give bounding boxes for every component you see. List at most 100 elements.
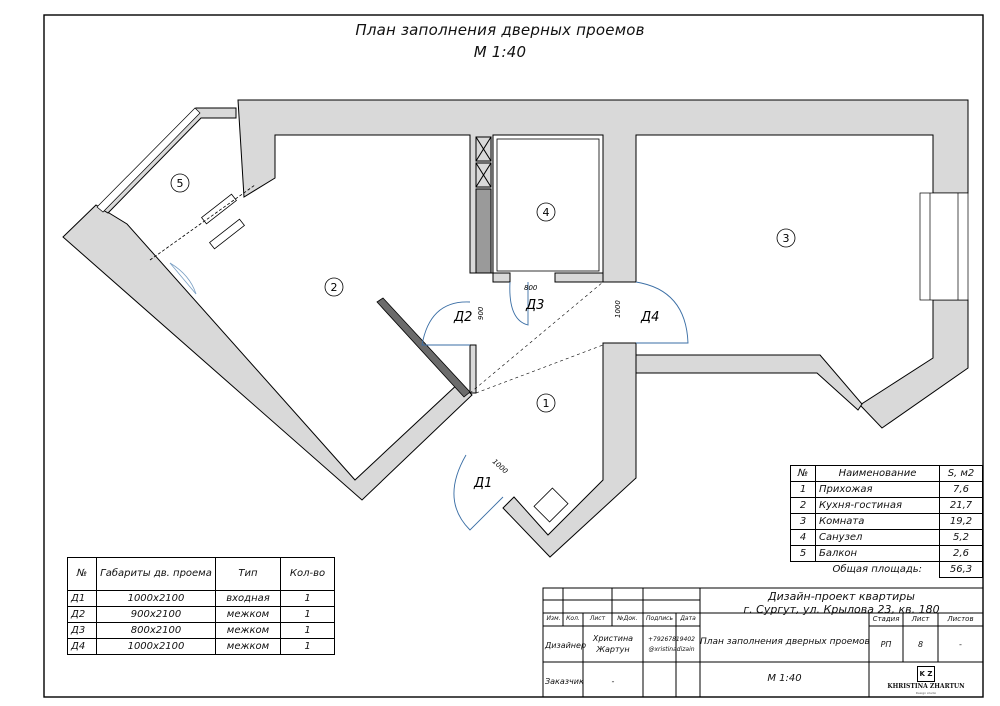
project-name: Дизайн-проект квартиры	[768, 590, 915, 603]
kitchen-partition	[376, 297, 471, 398]
room-number: 2	[331, 281, 338, 294]
wall-bath-bottom-right	[554, 272, 604, 283]
door-d3-swing	[509, 281, 529, 326]
designer-last-name: Жартун	[596, 645, 630, 654]
room-number: 1	[543, 397, 550, 410]
room-number: 5	[177, 177, 184, 190]
table-cell: Кухня-гостиная	[815, 497, 940, 514]
room-marker-3	[776, 228, 796, 248]
wall-room3-bottom	[635, 354, 863, 411]
table-cell: 4	[790, 529, 816, 546]
table-cell: 5	[790, 545, 816, 562]
door-dim-d2: 900	[477, 306, 485, 320]
table-row: Д2 900х2100 межком 1	[67, 606, 335, 623]
sheet-label: Лист	[911, 615, 930, 623]
stage-label: Стадия	[872, 615, 900, 623]
door-label-d4: Д4	[640, 310, 659, 325]
table-cell: 1	[280, 606, 335, 623]
room-number: 3	[783, 232, 790, 245]
wall-partition-short	[469, 344, 477, 394]
sheet-scale: М 1:40	[767, 673, 802, 684]
table-cell: 1000х2100	[96, 590, 216, 607]
table-cell: входная	[215, 590, 281, 607]
table-header: №	[67, 557, 97, 591]
table-cell: 1000х2100	[96, 638, 216, 655]
stamp-col-label: Кол.	[566, 615, 580, 622]
door-d2-swing	[421, 301, 471, 346]
table-cell: 800х2100	[96, 622, 216, 639]
wall-left-diagonal	[62, 204, 473, 501]
project-address: г. Сургут, ул. Крылова 23, кв. 180	[743, 603, 940, 616]
door-d4-swing	[635, 281, 689, 344]
walls	[62, 99, 969, 558]
table-row: Д4 1000х2100 межком 1	[67, 638, 335, 655]
title-block-grid	[542, 587, 984, 698]
wall-right-lower	[859, 299, 969, 429]
table-cell: Прихожая	[815, 481, 940, 498]
table-cell: 5,2	[939, 529, 983, 546]
table-cell: межком	[215, 638, 281, 655]
bathroom-outline	[496, 138, 600, 272]
window-room3	[919, 192, 969, 301]
table-header-row: № Габариты дв. проема Тип Кол-во	[67, 557, 335, 591]
room-marker-1	[536, 393, 556, 413]
wall-entrance	[502, 342, 637, 558]
stamp-col-label: Подпись	[646, 615, 673, 622]
table-cell: Д3	[67, 622, 97, 639]
stage-value: РП	[880, 640, 892, 649]
room-marker-4	[536, 202, 556, 222]
table-row: Д1 1000х2100 входная 1	[67, 590, 335, 607]
table-header: Тип	[215, 557, 281, 591]
room-number: 4	[543, 206, 550, 219]
door-label-d1: Д1	[473, 476, 492, 491]
walkway-lines	[469, 281, 604, 394]
table-cell: 3	[790, 513, 816, 530]
room-markers	[170, 173, 796, 413]
sheet-frame	[43, 14, 984, 698]
table-cell: Комната	[815, 513, 940, 530]
windows	[96, 107, 969, 301]
designer-first-name: Христина	[592, 634, 634, 643]
wall-balcony	[97, 107, 237, 214]
table-cell: Д1	[67, 590, 97, 607]
room-marker-2	[324, 277, 344, 297]
door-swings	[421, 281, 689, 531]
table-header: №	[790, 465, 816, 482]
door-dim-d4: 1000	[614, 300, 622, 318]
entrance-niche	[533, 487, 569, 523]
drawing-title: План заполнения дверных проемов	[355, 21, 645, 39]
ventilation-shafts	[475, 136, 492, 274]
table-cell: Д4	[67, 638, 97, 655]
sheets-label: Листов	[947, 615, 974, 623]
table-cell: Балкон	[815, 545, 940, 562]
table-total-row: Общая площадь: 56,3	[791, 561, 983, 578]
table-row: 4 Санузел 5,2	[790, 529, 983, 546]
table-cell: межком	[215, 622, 281, 639]
sheets-value: -	[959, 640, 962, 649]
door-d1-swing	[453, 454, 504, 531]
total-area-label: Общая площадь:	[832, 563, 923, 575]
room-marker-5	[170, 173, 190, 193]
designer-label: Дизайнер	[545, 641, 587, 650]
table-header-row: № Наименование S, м2	[790, 465, 983, 482]
table-cell: 1	[790, 481, 816, 498]
sheet-value: 8	[917, 640, 924, 649]
table-cell: 7,6	[939, 481, 983, 498]
table-cell: 19,2	[939, 513, 983, 530]
stamp-col-label: Лист	[589, 615, 606, 622]
table-cell: 1	[280, 622, 335, 639]
customer-value: -	[611, 677, 615, 686]
table-row: 2 Кухня-гостиная 21,7	[790, 497, 983, 514]
table-row: 5 Балкон 2,6	[790, 545, 983, 562]
stamp-col-label: Изм.	[546, 615, 561, 622]
logo-text: KHRISTINA ZHARTUN	[887, 683, 965, 690]
window-balcony	[96, 107, 201, 213]
rooms-table: № Наименование S, м2 1 Прихожая 7,6 2 Ку…	[790, 465, 983, 578]
table-header: Кол-во	[280, 557, 335, 591]
designer-phone: +79267819402	[647, 636, 696, 643]
designer-logo: K Z KHRISTINA ZHARTUN Design studio	[869, 663, 983, 697]
wall-top	[237, 99, 969, 283]
room-numbers: 5 2 4 3 1	[177, 177, 790, 410]
table-cell: 900х2100	[96, 606, 216, 623]
